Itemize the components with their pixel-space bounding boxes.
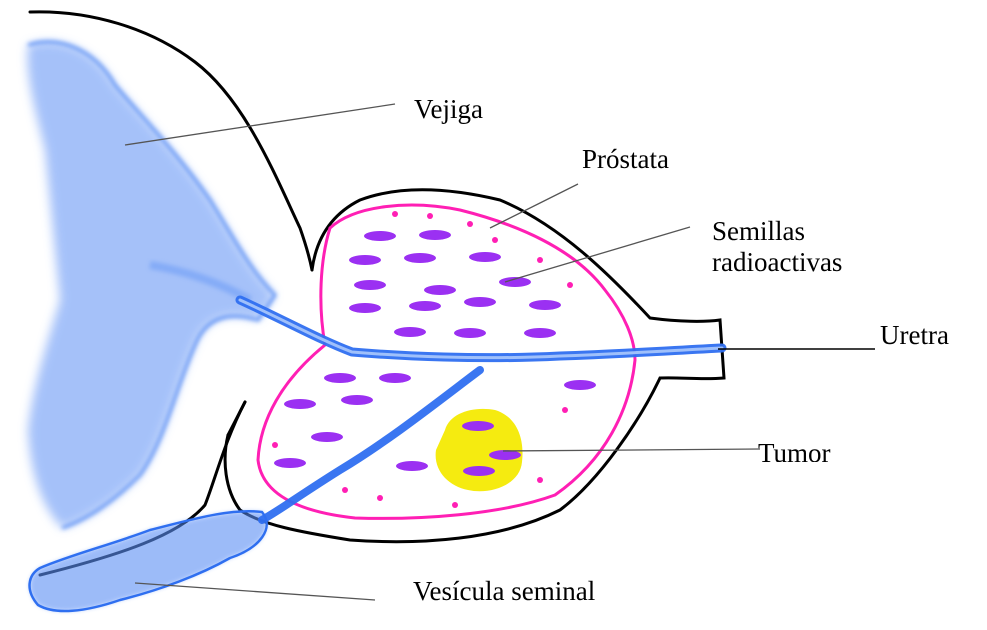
seed xyxy=(462,421,494,431)
seed xyxy=(274,458,306,468)
seed xyxy=(394,327,426,337)
seed xyxy=(469,252,501,262)
seed xyxy=(463,466,495,476)
seed xyxy=(354,280,386,290)
seed xyxy=(424,285,456,295)
leader-vejiga xyxy=(125,104,395,145)
seed xyxy=(524,328,556,338)
leader-tumor xyxy=(503,449,760,451)
seed xyxy=(311,432,343,442)
seed xyxy=(341,395,373,405)
seed xyxy=(529,300,561,310)
label-semillas-line-2: radioactivas xyxy=(712,247,842,278)
seed xyxy=(404,253,436,263)
seed xyxy=(454,328,486,338)
seed xyxy=(419,230,451,240)
seed xyxy=(284,399,316,409)
seed xyxy=(409,301,441,311)
label-vesicula-seminal: Vesícula seminal xyxy=(413,576,595,607)
label-prostata: Próstata xyxy=(582,144,669,175)
label-vejiga: Vejiga xyxy=(414,94,483,125)
seed xyxy=(379,373,411,383)
seed xyxy=(396,461,428,471)
bladder-wall xyxy=(27,42,275,528)
seed xyxy=(349,255,381,265)
leader-prostata xyxy=(490,184,578,228)
label-semillas-radioactivas: Semillas radioactivas xyxy=(712,216,842,278)
label-tumor: Tumor xyxy=(758,438,831,462)
seed xyxy=(564,380,596,390)
label-uretra: Uretra xyxy=(880,320,949,351)
leader-vesicula xyxy=(135,583,375,600)
seed xyxy=(349,303,381,313)
seed xyxy=(464,297,496,307)
seed xyxy=(324,373,356,383)
seed xyxy=(364,231,396,241)
label-semillas-line-1: Semillas xyxy=(712,216,842,247)
